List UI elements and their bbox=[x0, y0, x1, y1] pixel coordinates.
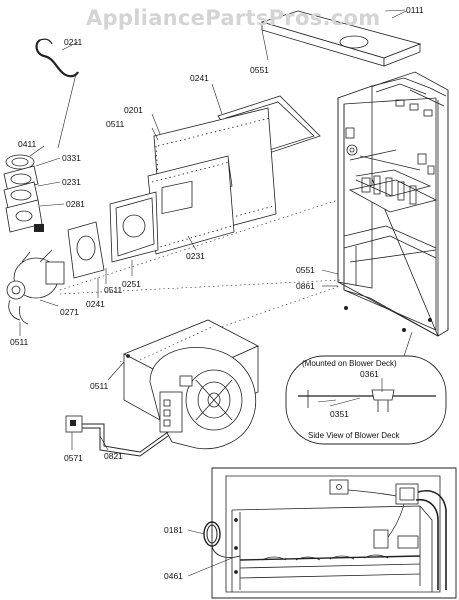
blower-assembly bbox=[123, 319, 259, 450]
part-label-0511-c: 0511 bbox=[10, 337, 29, 347]
furnace-cabinet bbox=[337, 71, 449, 337]
part-label-0551-mid: 0551 bbox=[296, 265, 315, 275]
part-label-0551-top: 0551 bbox=[250, 65, 269, 75]
part-label-0181: 0181 bbox=[164, 525, 183, 535]
callout-mounted-note: (Mounted on Blower Deck) bbox=[302, 359, 397, 368]
part-label-0231-left: 0231 bbox=[62, 177, 81, 187]
part-label-0211: 0211 bbox=[64, 37, 83, 47]
part-label-0411: 0411 bbox=[18, 139, 37, 149]
part-label-0511-b: 0511 bbox=[104, 285, 123, 295]
gasket-0281 bbox=[5, 199, 44, 233]
part-label-0511-a: 0511 bbox=[106, 119, 125, 129]
part-label-0281: 0281 bbox=[66, 199, 85, 209]
gasket-0251 bbox=[109, 191, 159, 263]
part-label-0511-d: 0511 bbox=[90, 381, 109, 391]
part-label-0821: 0821 bbox=[104, 451, 123, 461]
inset-wiring-box bbox=[203, 467, 457, 599]
part-label-0331: 0331 bbox=[62, 153, 81, 163]
collar-0411 bbox=[5, 154, 35, 170]
top-panel bbox=[260, 9, 422, 67]
part-label-0241-low: 0241 bbox=[86, 299, 105, 309]
gasket-0241-low bbox=[67, 221, 105, 279]
assembly-lines bbox=[59, 199, 341, 363]
leader-lines bbox=[19, 10, 407, 577]
part-label-0111: 0111 bbox=[406, 5, 424, 15]
inducer-motor-0271 bbox=[6, 249, 65, 325]
callout-side-view-caption: Side View of Blower Deck bbox=[308, 431, 400, 440]
part-label-0251: 0251 bbox=[122, 279, 141, 289]
part-label-0351: 0351 bbox=[330, 409, 349, 419]
part-label-0361: 0361 bbox=[360, 369, 379, 379]
part-label-0241-top: 0241 bbox=[190, 73, 209, 83]
vent-pipe-0211 bbox=[35, 38, 79, 149]
part-label-0231-mid: 0231 bbox=[186, 251, 205, 261]
part-label-0861: 0861 bbox=[296, 281, 315, 291]
part-label-0571: 0571 bbox=[64, 453, 83, 463]
part-label-0461: 0461 bbox=[164, 571, 183, 581]
watermark-text: AppliancePartsPros.com bbox=[86, 6, 381, 30]
part-label-0271: 0271 bbox=[60, 307, 79, 317]
callout-bubble bbox=[285, 331, 447, 445]
capacitor-0571 bbox=[65, 415, 169, 457]
part-label-0201: 0201 bbox=[124, 105, 143, 115]
